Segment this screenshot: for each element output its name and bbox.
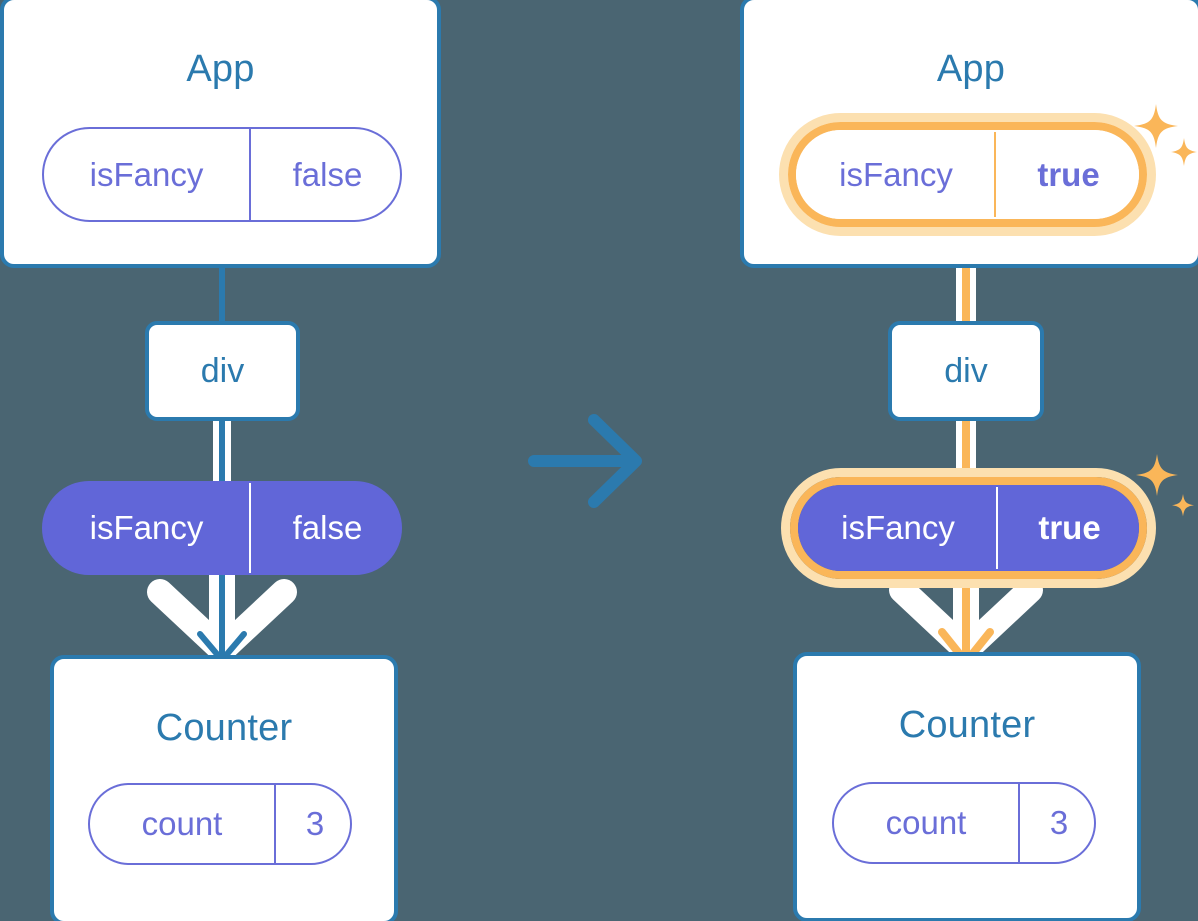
pill-value: 3 bbox=[274, 785, 354, 863]
highlight-ring-outer-app bbox=[779, 113, 1156, 236]
pill-key: isFancy bbox=[839, 155, 953, 193]
prop-pill-after[interactable]: isFancy true bbox=[798, 485, 1139, 571]
app-state-pill-after[interactable]: isFancy true bbox=[796, 130, 1139, 219]
sparkle-small-icon bbox=[1171, 138, 1197, 166]
sparkle-large-icon bbox=[1136, 454, 1178, 496]
highlight-ring-inner-prop bbox=[790, 477, 1147, 579]
app-card-title: App bbox=[186, 48, 255, 90]
pill-key: isFancy bbox=[841, 509, 955, 546]
highlight-ring-outer-prop bbox=[781, 468, 1156, 588]
div-node-before[interactable]: div bbox=[145, 321, 300, 421]
pill-value: true bbox=[994, 132, 1141, 217]
pill-key: isFancy bbox=[89, 509, 204, 546]
pill-key: count bbox=[141, 805, 223, 842]
sparkle-small-icon bbox=[1172, 494, 1194, 517]
pill-value: false bbox=[249, 129, 404, 220]
app-card-title: App bbox=[936, 48, 1006, 90]
highlight-ring-inner-app bbox=[788, 122, 1147, 227]
counter-card-title: Counter bbox=[155, 707, 293, 749]
sparkles-app bbox=[1134, 104, 1197, 166]
pill-value: false bbox=[249, 483, 404, 573]
div-node-label: div bbox=[200, 351, 245, 390]
pill-key: count bbox=[885, 804, 967, 841]
pill-key: isFancy bbox=[89, 155, 204, 193]
sparkles-prop bbox=[1136, 454, 1194, 517]
counter-card-title: Counter bbox=[898, 704, 1036, 746]
sparkle-large-icon bbox=[1134, 104, 1178, 148]
pill-value: true bbox=[996, 487, 1141, 569]
pill-value: 3 bbox=[1018, 784, 1098, 862]
div-node-label: div bbox=[944, 351, 988, 390]
div-node-after[interactable]: div bbox=[888, 321, 1044, 421]
prop-pill-before[interactable]: isFancy false bbox=[42, 481, 402, 575]
app-state-pill-before[interactable]: isFancy false bbox=[42, 127, 402, 222]
counter-state-pill-after[interactable]: count 3 bbox=[832, 782, 1096, 864]
transition-arrow-icon bbox=[528, 414, 642, 508]
counter-state-pill-before[interactable]: count 3 bbox=[88, 783, 352, 865]
